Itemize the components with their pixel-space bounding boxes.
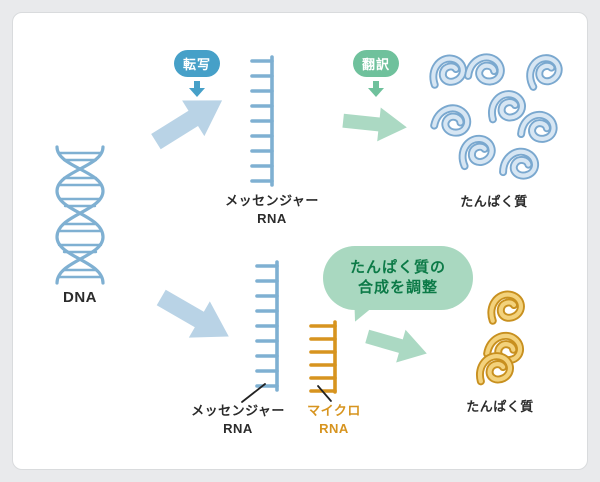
dna-helix-icon — [55, 145, 105, 285]
mrna-top-icon — [250, 55, 274, 187]
dna-label: DNA — [63, 289, 97, 306]
protein-bottom-icon — [462, 292, 547, 392]
microrna-label: マイクロ RNA — [294, 402, 374, 437]
transcription-pointer-arrow-icon — [189, 81, 205, 97]
microrna-icon — [309, 320, 337, 394]
regulation-bubble: たんぱく質の 合成を調整 — [323, 246, 473, 310]
dna-to-mrna-arrow-icon — [144, 81, 235, 161]
regulation-bubble-line2: 合成を調整 — [357, 279, 438, 296]
protein-top-label: たんぱく質 — [460, 194, 528, 209]
mrna-top-label-line2: RNA — [257, 210, 287, 226]
protein-top-icon — [424, 48, 564, 198]
mrna-bottom-label: メッセンジャー RNA — [178, 402, 298, 437]
transcription-badge: 転写 — [174, 50, 220, 77]
mrna-top-label: メッセンジャー RNA — [212, 192, 332, 227]
mrna-bottom-icon — [255, 260, 279, 392]
mrna-top-label-line1: メッセンジャー — [225, 193, 319, 208]
mrna-bottom-label-line1: メッセンジャー — [191, 403, 285, 418]
regulation-bubble-line1: たんぱく質の — [349, 258, 446, 276]
protein-bottom-label: たんぱく質 — [466, 399, 534, 414]
translation-badge: 翻訳 — [353, 50, 399, 77]
microrna-to-protein-arrow-icon — [362, 318, 432, 372]
dna-to-mrna-bottom-arrow-icon — [150, 278, 241, 357]
diagram-card — [12, 12, 588, 470]
microrna-label-line1: マイクロ — [307, 403, 361, 418]
mrna-bottom-label-line2: RNA — [223, 420, 253, 436]
mrna-to-protein-arrow-icon — [341, 101, 409, 147]
translation-pointer-arrow-icon — [368, 81, 384, 97]
microrna-label-line2: RNA — [319, 420, 349, 436]
